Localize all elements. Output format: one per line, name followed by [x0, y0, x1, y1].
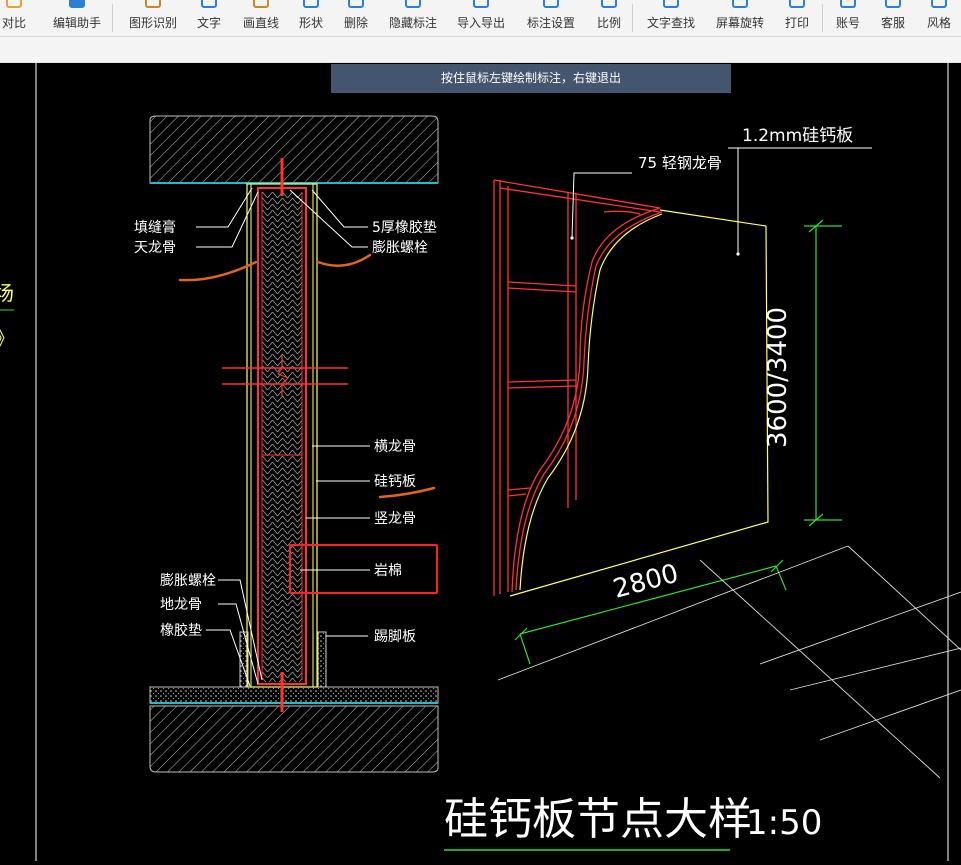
label-vertical-keel: 竖龙骨: [374, 511, 416, 527]
toolbar-button-eraser[interactable]: 删除: [336, 0, 376, 36]
toolbar-separator: [632, 4, 633, 32]
import-export-icon: [473, 0, 489, 8]
toolbar-button-rotate-screen[interactable]: 屏幕旋转: [710, 0, 770, 36]
label-expansion-bolt-bottom: 膨胀螺栓: [160, 572, 216, 589]
label-rubber-pad: 5厚橡胶垫: [372, 219, 437, 236]
toolbar-button-compare[interactable]: 对比: [0, 0, 48, 36]
toolbar-button-label: 图形识别: [128, 16, 177, 30]
section-detail: 填缝膏 天龙骨 5厚橡胶垫 膨胀螺栓 横龙骨 硅钙板 竖龙骨 岩棉 踢脚板 膨胀…: [134, 115, 439, 773]
floor-screed: [149, 686, 439, 704]
toolbar-button-label: 标注设置: [526, 16, 575, 30]
toolbar-button-label: 对比: [1, 16, 26, 30]
toolbar-button-label: 文字查找: [646, 16, 695, 30]
toolbar-button-line[interactable]: 画直线: [238, 0, 284, 36]
panel-3d-view: 75 轻钢龙骨 1.2mm硅钙板 3600/3400 2800: [493, 126, 961, 779]
label-floor-track: 地龙骨: [160, 597, 202, 613]
toolbar-button-label: 隐藏标注: [388, 16, 437, 30]
eraser-icon: [348, 0, 364, 8]
compare-icon: [6, 0, 22, 8]
toolbar-button-printer[interactable]: 打印: [780, 0, 814, 36]
toolbar-button-label: 打印: [784, 16, 809, 30]
printer-icon: [789, 0, 805, 8]
headset-icon: [885, 0, 901, 8]
style-icon: [931, 0, 947, 8]
toolbar-button-label: 画直线: [242, 16, 279, 30]
toolbar-button-label: 风格: [926, 16, 951, 30]
toolbar-button-label: 比例: [596, 16, 621, 30]
cad-drawing[interactable]: 场 》: [0, 63, 961, 861]
label-rock-wool: 岩棉: [374, 562, 402, 579]
label-calcium-silicate-board: 硅钙板: [374, 474, 416, 490]
toolbar-button-label: 形状: [298, 16, 323, 30]
toolbar-button-search[interactable]: 文字查找: [640, 0, 702, 36]
user-icon: [840, 0, 856, 8]
floor-slab: [149, 705, 439, 773]
label-board-thickness: 1.2mm硅钙板: [742, 126, 853, 146]
markup-freehand[interactable]: [378, 486, 436, 499]
search-icon: [663, 0, 679, 8]
toolbar-button-headset[interactable]: 客服: [872, 0, 914, 36]
toolbar-button-style[interactable]: 风格: [920, 0, 958, 36]
label-horizontal-keel: 横龙骨: [374, 439, 416, 455]
left-edge-glyph: 场: [0, 281, 14, 305]
label-steel-keel: 75 轻钢龙骨: [638, 154, 722, 172]
hide-annotation-icon: [405, 0, 421, 8]
hint-banner: 按住鼠标左键绘制标注，右键退出: [331, 64, 731, 93]
markup-rectangle[interactable]: [289, 544, 438, 594]
toolbar-button-label: 文字: [196, 16, 221, 30]
toolbar-separator: [112, 4, 113, 32]
toolbar-button-shape-recognition[interactable]: 图形识别: [124, 0, 182, 36]
label-sealant: 填缝膏: [134, 219, 176, 236]
label-skirting: 踢脚板: [374, 629, 416, 645]
toolbar-button-user[interactable]: 账号: [830, 0, 866, 36]
toolbar-button-label: 客服: [880, 16, 905, 30]
drawing-title: 硅钙板节点大样: [444, 794, 752, 845]
toolbar-button-import-export[interactable]: 导入导出: [450, 0, 512, 36]
label-rubber-pad-bottom: 橡胶垫: [160, 622, 202, 639]
markup-freehand[interactable]: [178, 260, 258, 282]
toolbar-button-gear[interactable]: 标注设置: [518, 0, 584, 36]
toolbar-button-hide-annotation[interactable]: 隐藏标注: [384, 0, 442, 36]
ruler-icon: [601, 0, 617, 8]
toolbar-button-ruler[interactable]: 比例: [592, 0, 626, 36]
text-icon: [201, 0, 217, 8]
line-icon: [253, 0, 269, 8]
toolbar-button-edit-assistant[interactable]: 编辑助手: [48, 0, 106, 36]
rotate-screen-icon: [732, 0, 748, 8]
ceiling-slab: [149, 115, 439, 184]
shape-icon: [303, 0, 319, 8]
toolbar-button-shape[interactable]: 形状: [294, 0, 328, 36]
toolbar-button-label: 删除: [343, 16, 368, 30]
label-expansion-bolt: 膨胀螺栓: [372, 239, 428, 256]
toolbar-separator: [822, 4, 823, 32]
toolbar-button-label: 屏幕旋转: [715, 16, 764, 30]
toolbar-button-label: 导入导出: [456, 16, 505, 30]
shape-recognition-icon: [145, 0, 161, 8]
dimension-height: 3600/3400: [763, 307, 793, 448]
markup-freehand[interactable]: [316, 253, 372, 267]
toolbar-button-label: 账号: [835, 16, 860, 30]
gear-icon: [543, 0, 559, 8]
secondary-toolbar: [0, 37, 961, 63]
toolbar-button-text[interactable]: 文字: [190, 0, 228, 36]
edit-assistant-icon: [69, 0, 85, 8]
drawing-scale: 1:50: [746, 803, 822, 843]
drawing-canvas[interactable]: 场 》: [0, 63, 961, 861]
top-toolbar: 对比 编辑助手 图形识别 文字 画直线 形状 删除 隐藏标注 导入导出 标注设置 比例 文字查找 屏幕旋…: [0, 0, 961, 37]
skirting-board: [317, 631, 327, 688]
dimension-width: 2800: [610, 559, 682, 605]
rock-wool-fill: [262, 192, 302, 682]
label-top-track: 天龙骨: [134, 240, 176, 256]
left-edge-glyph: 》: [0, 329, 14, 350]
toolbar-button-label: 编辑助手: [52, 16, 101, 30]
